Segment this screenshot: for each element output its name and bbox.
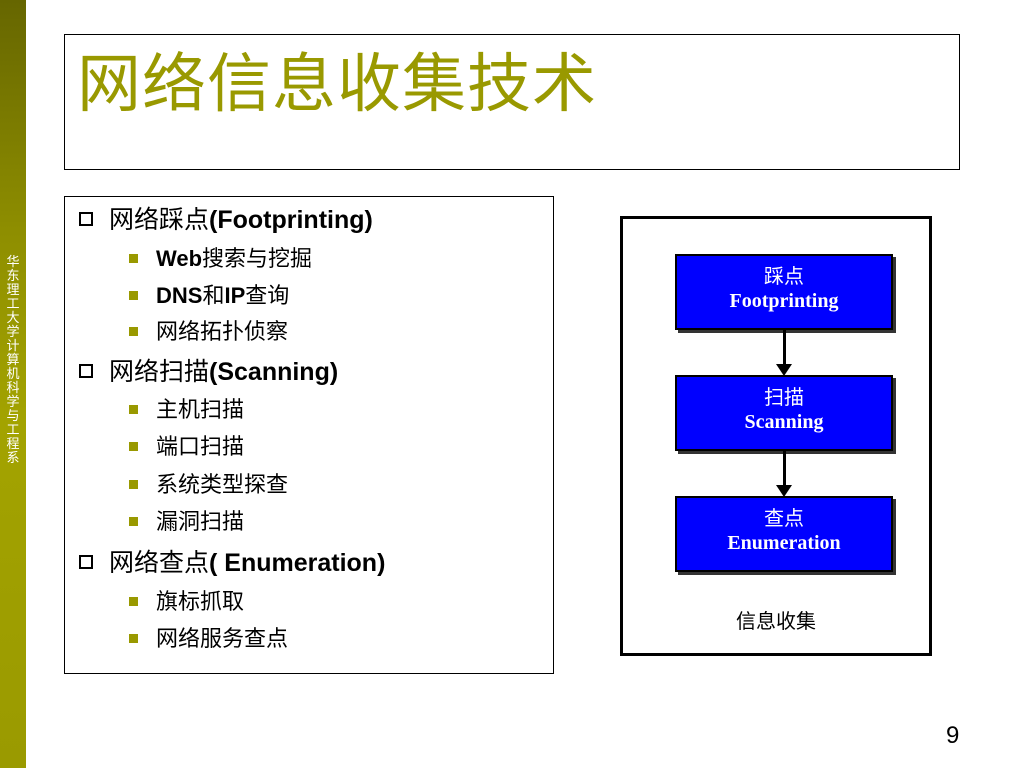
flow-node-english: Scanning	[744, 411, 824, 433]
subitem-text: 查询	[245, 284, 290, 309]
outline-subitem: DNS和IP查询	[129, 280, 289, 312]
flow-node-label: 踩点	[764, 264, 804, 288]
flow-node-scanning: 扫描 Scanning	[675, 375, 893, 451]
side-bar-text: 华东理工大学计算机科学与工程系	[6, 255, 20, 466]
square-bullet-icon	[129, 404, 138, 414]
subitem-bold: Web	[156, 246, 203, 271]
outline-subitem: 网络拓扑侦察	[129, 317, 288, 349]
square-bullet-icon	[129, 290, 138, 300]
subitem-text: 旗标抓取	[156, 590, 245, 615]
flow-node-english: Footprinting	[729, 290, 839, 312]
subitem-text: 网络服务查点	[156, 627, 289, 652]
outline-subitem: 系统类型探查	[129, 470, 288, 502]
square-bullet-icon	[129, 326, 138, 336]
outline-subitem: 端口扫描	[129, 432, 244, 464]
subitem-bold: DNS	[156, 283, 203, 308]
hollow-square-bullet-icon	[79, 212, 93, 226]
subitem-text: 搜索与挖掘	[202, 247, 313, 272]
outline-subitem: 主机扫描	[129, 395, 244, 427]
outline-item-label: 网络扫描	[109, 357, 210, 386]
outline-item-english: (Scanning)	[209, 358, 339, 386]
slide-title: 网络信息收集技术	[77, 48, 597, 122]
subitem-text: 网络拓扑侦察	[156, 320, 289, 345]
subitem-text: 和	[202, 284, 225, 309]
subitem-text: 主机扫描	[156, 398, 245, 423]
subitem-bold: IP	[224, 283, 246, 308]
flow-arrow-line	[783, 451, 786, 487]
subitem-text: 端口扫描	[156, 435, 245, 460]
arrow-down-icon	[776, 364, 792, 376]
subitem-text: 漏洞扫描	[156, 510, 245, 535]
outline-item-label: 网络查点	[109, 548, 210, 577]
outline-subitem: 网络服务查点	[129, 624, 288, 656]
outline-subitem: Web搜索与挖掘	[129, 243, 312, 275]
square-bullet-icon	[129, 516, 138, 526]
hollow-square-bullet-icon	[79, 364, 93, 378]
square-bullet-icon	[129, 253, 138, 263]
outline-item-enumeration: 网络查点( Enumeration)	[79, 546, 385, 580]
flow-node-enumeration: 查点 Enumeration	[675, 496, 893, 572]
flow-node-footprinting: 踩点 Footprinting	[675, 254, 893, 330]
flow-diagram: 踩点 Footprinting 扫描 Scanning 查点 Enumerati…	[620, 216, 932, 656]
square-bullet-icon	[129, 596, 138, 606]
title-box: 网络信息收集技术	[64, 34, 960, 170]
outline-item-footprinting: 网络踩点(Footprinting)	[79, 203, 373, 237]
outline-item-label: 网络踩点	[109, 205, 210, 234]
subitem-text: 系统类型探查	[156, 473, 289, 498]
hollow-square-bullet-icon	[79, 555, 93, 569]
square-bullet-icon	[129, 441, 138, 451]
outline-item-english: (Footprinting)	[209, 206, 373, 234]
side-bar: 华东理工大学计算机科学与工程系	[0, 0, 26, 768]
flow-node-english: Enumeration	[727, 532, 841, 554]
outline-item-scanning: 网络扫描(Scanning)	[79, 355, 338, 389]
arrow-down-icon	[776, 485, 792, 497]
diagram-caption: 信息收集	[736, 609, 816, 633]
outline-box: 网络踩点(Footprinting) Web搜索与挖掘 DNS和IP查询 网络拓…	[64, 196, 554, 674]
flow-arrow-line	[783, 330, 786, 366]
flow-node-label: 扫描	[764, 385, 804, 409]
page-number: 9	[946, 722, 960, 749]
outline-item-english: ( Enumeration)	[209, 549, 386, 577]
square-bullet-icon	[129, 633, 138, 643]
outline-subitem: 旗标抓取	[129, 587, 244, 619]
square-bullet-icon	[129, 479, 138, 489]
flow-node-label: 查点	[764, 506, 804, 530]
outline-subitem: 漏洞扫描	[129, 507, 244, 539]
